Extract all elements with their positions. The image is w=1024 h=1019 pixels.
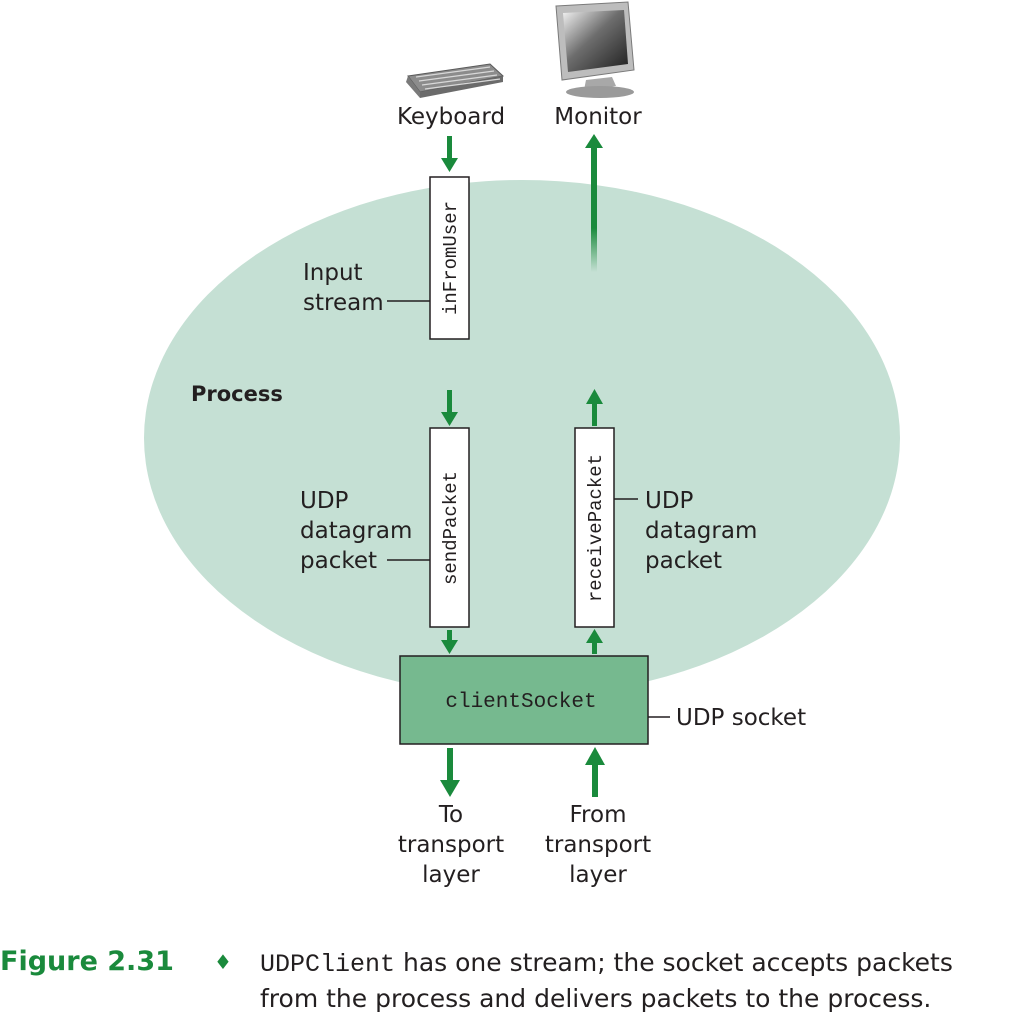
receive-packet-label: receivePacket — [585, 454, 607, 602]
to-transport-label-2: transport — [398, 832, 504, 858]
arrow-to-send-packet — [441, 390, 458, 426]
receive-packet-box — [574, 427, 615, 628]
arrow-to-monitor — [585, 134, 603, 272]
caption-line-2: from the process and delivers packets to… — [260, 984, 932, 1013]
to-transport-label-1: To — [438, 802, 463, 828]
left-udp-label-1: UDP — [300, 488, 349, 514]
arrow-from-transport — [585, 747, 605, 797]
udp-socket-label: UDP socket — [676, 705, 806, 731]
to-transport-label-3: layer — [422, 862, 480, 888]
figure-number: Figure 2.31 — [0, 946, 174, 977]
process-ellipse — [144, 180, 900, 696]
diagram-canvas: Keyboard Monitor inFromUser Input stream… — [144, 1, 900, 888]
input-stream-label-1: Input — [303, 260, 363, 286]
send-packet-label: sendPacket — [440, 471, 462, 585]
right-udp-label-1: UDP — [645, 488, 694, 514]
monitor-label: Monitor — [554, 104, 642, 130]
keyboard-icon — [406, 63, 505, 98]
process-label: Process — [191, 382, 283, 406]
right-udp-label-2: datagram — [645, 518, 757, 544]
arrow-send-to-socket — [441, 630, 458, 654]
figure-caption: Figure 2.31 ♦ UDPClient has one stream; … — [0, 940, 1024, 1019]
right-udp-label-3: packet — [645, 548, 722, 574]
from-transport-label-3: layer — [569, 862, 627, 888]
send-packet-box — [429, 427, 470, 628]
from-transport-label-2: transport — [545, 832, 651, 858]
client-socket-label: clientSocket — [445, 691, 596, 714]
left-udp-label-3: packet — [300, 548, 377, 574]
client-socket-box — [399, 655, 649, 745]
arrow-to-transport — [440, 748, 460, 797]
keyboard-label: Keyboard — [397, 104, 505, 130]
caption-line-1: UDPClient has one stream; the socket acc… — [260, 948, 953, 979]
in-from-user-label: inFromUser — [440, 201, 462, 315]
caption-code: UDPClient — [260, 950, 396, 979]
monitor-icon — [555, 1, 635, 98]
left-udp-label-2: datagram — [300, 518, 412, 544]
arrow-socket-to-receive — [586, 629, 603, 654]
input-stream-label-2: stream — [303, 290, 384, 316]
arrow-keyboard-down — [441, 136, 458, 172]
diamond-icon: ♦ — [214, 950, 232, 974]
in-from-user-box — [429, 176, 470, 340]
arrow-from-receive-packet — [586, 389, 603, 426]
from-transport-label-1: From — [570, 802, 627, 828]
caption-line-1-text: has one stream; the socket accepts packe… — [395, 948, 953, 977]
